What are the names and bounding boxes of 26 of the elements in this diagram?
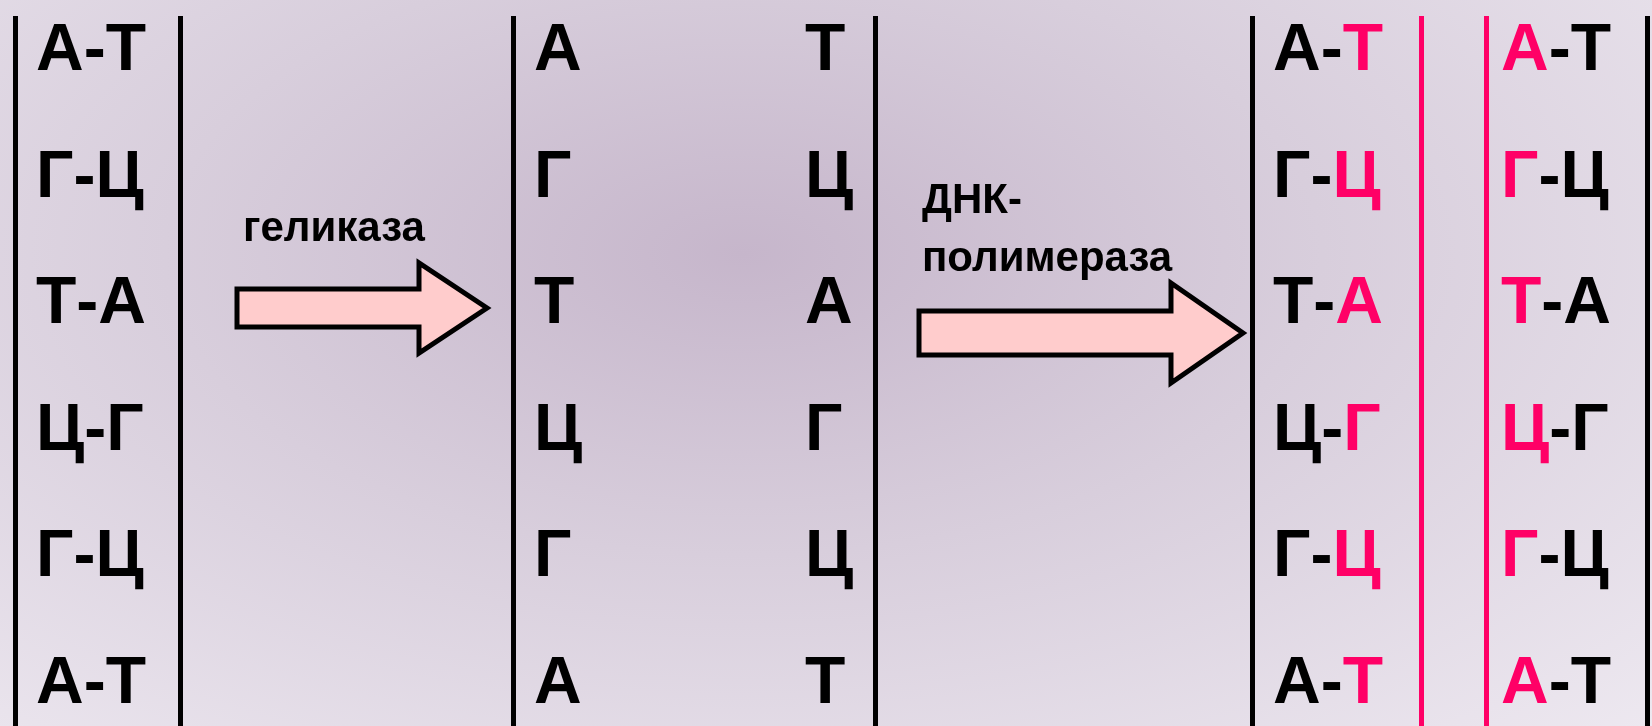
- dna-strand: [511, 16, 581, 726]
- nucleotide-pair-label: Т-А: [1273, 267, 1383, 333]
- nucleotide-pair-label: А-Т: [1501, 14, 1611, 80]
- block-arrow: [916, 278, 1248, 388]
- edge-label: ДНК-полимераза: [922, 174, 1174, 282]
- nucleotide-pair-label: А: [534, 14, 582, 80]
- nucleotide-pair-label: Г: [805, 394, 843, 460]
- nucleotide-pair-label: А-Т: [36, 647, 146, 713]
- nucleotide-pair-label: Г: [534, 141, 572, 207]
- dna-strand: [1484, 16, 1650, 726]
- nucleotide-pair-label: Т: [534, 267, 575, 333]
- dna-strand: [1250, 16, 1424, 726]
- nucleotide-pair-label: А: [805, 267, 853, 333]
- nucleotide-pair-label: Т: [805, 14, 846, 80]
- edge-label: геликаза: [243, 202, 426, 252]
- nucleotide-pair-label: А-Т: [1273, 647, 1383, 713]
- nucleotide-pair-label: Г: [534, 520, 572, 586]
- nucleotide-pair-label: Т: [805, 647, 846, 713]
- block-arrow: [234, 258, 492, 358]
- nucleotide-pair-label: А-Т: [1273, 14, 1383, 80]
- nucleotide-pair-label: Т-А: [1501, 267, 1611, 333]
- nucleotide-pair-label: Т-А: [36, 267, 146, 333]
- nucleotide-pair-label: А: [534, 647, 582, 713]
- nucleotide-pair-label: А-Т: [1501, 647, 1611, 713]
- dna-strand: [13, 16, 183, 726]
- nucleotide-pair-label: А-Т: [36, 14, 146, 80]
